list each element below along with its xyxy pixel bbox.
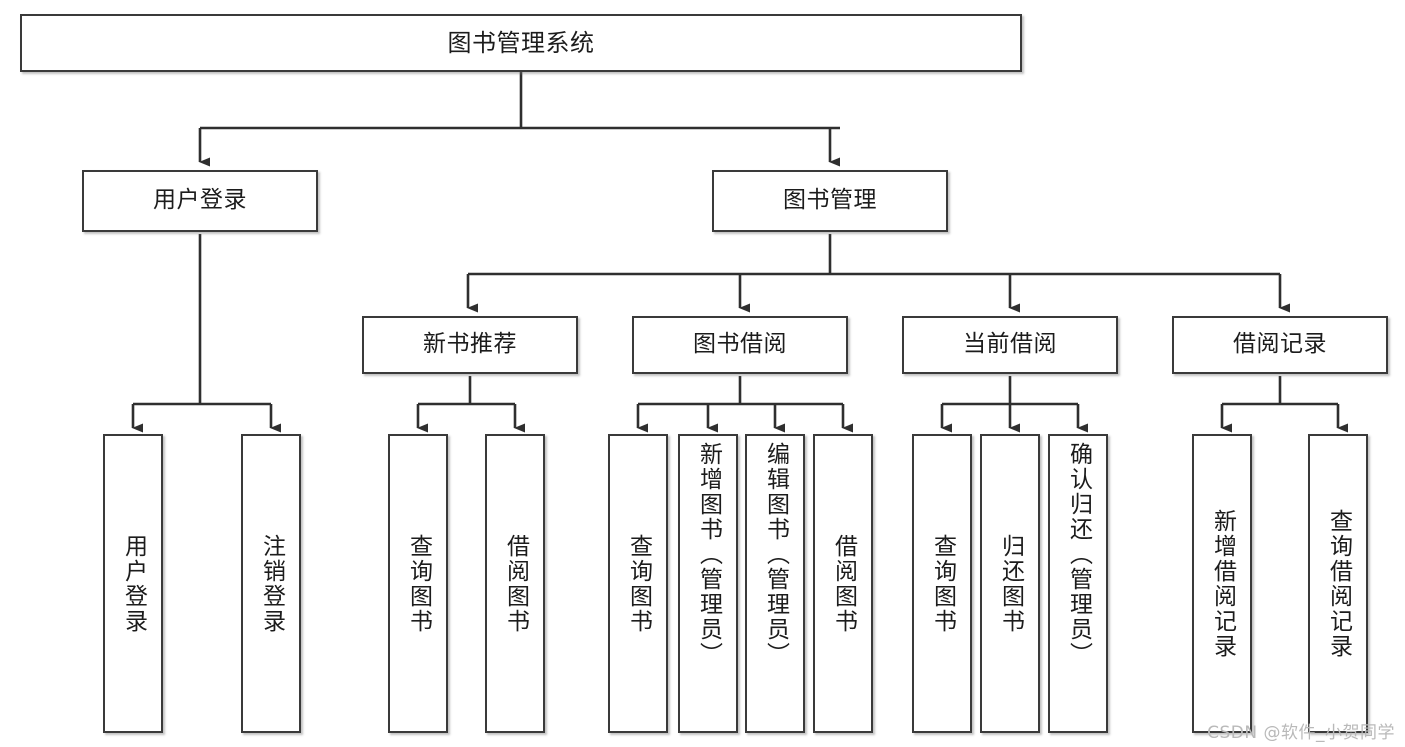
leaf-query-book-recommend[interactable]: 查询图书	[388, 434, 448, 733]
node-label: 图书管理	[783, 187, 877, 214]
leaf-borrow-book[interactable]: 借阅图书	[813, 434, 873, 733]
leaf-query-book-borrow[interactable]: 查询图书	[608, 434, 668, 733]
node-label: 借阅记录	[1233, 331, 1327, 358]
node-label: 确认归还（管理员）	[1065, 442, 1092, 667]
node-label: 查询图书	[405, 533, 432, 634]
leaf-return-book[interactable]: 归还图书	[980, 434, 1040, 733]
node-book-borrow[interactable]: 图书借阅	[632, 316, 848, 374]
node-label: 图书管理系统	[447, 28, 595, 57]
node-label: 新书推荐	[423, 331, 517, 358]
watermark-text: CSDN @软件_小贺同学	[1207, 723, 1395, 743]
node-borrow-record[interactable]: 借阅记录	[1172, 316, 1388, 374]
leaf-query-borrow-record[interactable]: 查询借阅记录	[1308, 434, 1368, 733]
leaf-logout[interactable]: 注销登录	[241, 434, 301, 733]
node-label: 用户登录	[153, 187, 247, 214]
leaf-confirm-return-admin[interactable]: 确认归还（管理员）	[1048, 434, 1108, 733]
node-label: 借阅图书	[830, 533, 857, 634]
node-label: 查询图书	[929, 533, 956, 634]
leaf-query-book-current[interactable]: 查询图书	[912, 434, 972, 733]
leaf-borrow-book-recommend[interactable]: 借阅图书	[485, 434, 545, 733]
node-current-borrow[interactable]: 当前借阅	[902, 316, 1118, 374]
leaf-edit-book-admin[interactable]: 编辑图书（管理员）	[745, 434, 805, 733]
node-new-book-recommend[interactable]: 新书推荐	[362, 316, 578, 374]
leaf-user-login[interactable]: 用户登录	[103, 434, 163, 733]
node-book-management[interactable]: 图书管理	[712, 170, 948, 232]
node-user-login[interactable]: 用户登录	[82, 170, 318, 232]
node-label: 编辑图书（管理员）	[762, 442, 789, 667]
node-label: 当前借阅	[963, 331, 1057, 358]
node-label: 查询图书	[625, 533, 652, 634]
node-root-system[interactable]: 图书管理系统	[20, 14, 1022, 72]
node-label: 新增借阅记录	[1209, 508, 1236, 659]
node-label: 借阅图书	[502, 533, 529, 634]
node-label: 归还图书	[997, 533, 1024, 634]
node-label: 新增图书（管理员）	[695, 442, 722, 667]
node-label: 注销登录	[258, 533, 285, 634]
node-label: 图书借阅	[693, 331, 787, 358]
leaf-add-borrow-record[interactable]: 新增借阅记录	[1192, 434, 1252, 733]
leaf-add-book-admin[interactable]: 新增图书（管理员）	[678, 434, 738, 733]
node-label: 查询借阅记录	[1325, 508, 1352, 659]
node-label: 用户登录	[120, 533, 147, 634]
